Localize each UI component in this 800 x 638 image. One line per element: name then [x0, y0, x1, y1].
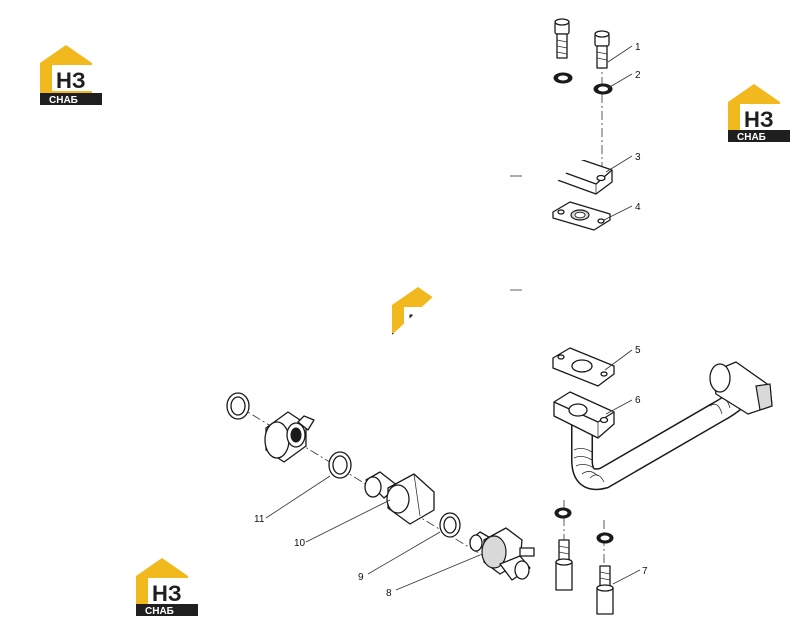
- watermark-logo-top-right: НЗ СНАБ: [728, 84, 790, 143]
- part-10-adapter: [364, 471, 435, 525]
- logo-word: СНАБ: [145, 606, 174, 617]
- callout-2: 2: [635, 70, 641, 81]
- logo-letters: НЗ: [56, 68, 86, 93]
- part-1-bolts: [554, 18, 610, 69]
- part-8-check-valve: [469, 527, 535, 581]
- part-11-supply-pipe: [264, 87, 585, 463]
- sealing-washers-left: [226, 392, 461, 538]
- logo-word: СНАБ: [737, 132, 766, 143]
- callout-10: 10: [294, 538, 306, 549]
- callout-5: 5: [635, 345, 641, 356]
- callout-7: 7: [642, 566, 648, 577]
- part-7-studs: [555, 539, 614, 615]
- callout-11: 11: [254, 514, 265, 525]
- watermark-logo-top-left: НЗ СНАБ: [40, 45, 102, 106]
- callout-numbers: 1 2 3 4 5 6 7 8 9 10 11: [254, 42, 648, 599]
- logo-letters: НЗ: [152, 581, 182, 606]
- part-6-return-pipe: [553, 361, 773, 491]
- logo-word: СНАБ: [49, 95, 78, 106]
- callout-6: 6: [635, 395, 641, 406]
- part-4-gasket: [552, 201, 611, 231]
- callout-leaders: [265, 45, 641, 591]
- callout-1: 1: [635, 42, 641, 53]
- callout-4: 4: [635, 202, 641, 213]
- callout-3: 3: [635, 152, 641, 163]
- part-5-gasket: [552, 347, 615, 387]
- callout-9: 9: [358, 572, 364, 583]
- watermark-logo-bottom-left: НЗ СНАБ: [136, 558, 198, 617]
- part-2-washers: [553, 72, 614, 544]
- logo-letters: НЗ: [744, 107, 774, 132]
- callout-8: 8: [386, 588, 392, 599]
